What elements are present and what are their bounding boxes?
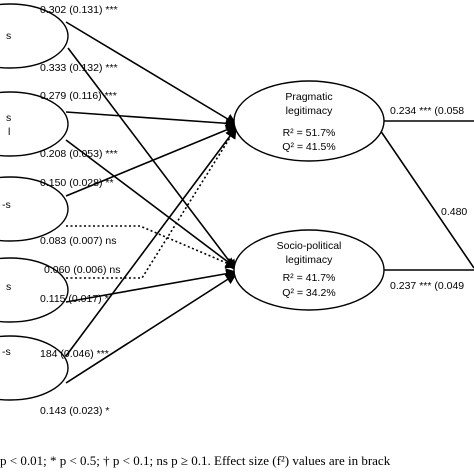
construct-5-label: -s [2, 346, 11, 358]
construct-ellipse-1 [0, 3, 69, 69]
construct-3-label: -s [2, 199, 11, 211]
construct-ellipse-4 [0, 257, 69, 323]
coef-c2-pragmatic: 0.279 (0.116) *** [40, 90, 117, 102]
path-c3-pragmatic [65, 124, 238, 197]
coef-c2-sociopolitical: 0.208 (0.053) *** [40, 148, 118, 160]
coef-c5-pragmatic: 184 (0.046) *** [40, 348, 109, 360]
construct-4-label: s [6, 281, 11, 293]
coef-c1-pragmatic: 0.302 (0.131) *** [40, 4, 118, 16]
path-pragmatic-outcome-diagonal [379, 129, 474, 269]
path-c4-pragmatic [66, 127, 237, 279]
coef-c5-sociopolitical: 0.143 (0.023) * [40, 405, 109, 417]
sociopolitical-line2: legitimacy [286, 254, 333, 266]
path-c5-sociopolitical [65, 273, 237, 384]
path-c1-sociopolitical [67, 47, 237, 271]
sociopolitical-legitimacy-ellipse [233, 229, 385, 311]
path-c2-sociopolitical [65, 139, 237, 269]
sociopolitical-line1: Socio-political [277, 240, 342, 252]
construct-ellipse-3 [0, 176, 69, 242]
pragmatic-r2: R² = 51.7% [283, 127, 336, 139]
coef-sociopolitical-outcome: 0.237 *** (0.049 [390, 280, 464, 292]
pragmatic-legitimacy-ellipse [233, 80, 385, 162]
construct-ellipse-5 [0, 335, 69, 401]
coef-c3-sociopolitical: 0.083 (0.007) ns [40, 235, 116, 247]
sociopolitical-r2: R² = 41.7% [283, 272, 336, 284]
path-c5-pragmatic [65, 127, 237, 357]
construct-ellipse-2 [0, 91, 69, 157]
pragmatic-q2: Q² = 41.5% [282, 141, 335, 153]
path-c1-pragmatic [65, 21, 237, 125]
coef-mid-outcome: 0.480 [441, 206, 467, 218]
coef-c1-sociopolitical: 0.333 (0.132) *** [40, 62, 118, 74]
path-c3-sociopolitical [66, 225, 238, 269]
footnote: p < 0.01; * p < 0.5; † p < 0.1; ns p ≥ 0… [0, 453, 391, 468]
coef-c3-pragmatic: 0.150 (0.028) ** [40, 177, 114, 189]
coef-pragmatic-outcome: 0.234 *** (0.058 [390, 105, 464, 117]
coef-c4-pragmatic: 0.060 (0.006) ns [44, 264, 120, 276]
pragmatic-line2: legitimacy [286, 105, 333, 117]
construct-1-label: s [6, 30, 11, 42]
path-c2-pragmatic [65, 111, 238, 129]
construct-2-label-top: s [6, 112, 11, 124]
construct-2-label-bottom: l [8, 126, 10, 138]
sociopolitical-q2: Q² = 34.2% [282, 287, 335, 299]
path-c4-sociopolitical [65, 268, 238, 303]
coef-c4-sociopolitical: 0.115 (0.017) * [40, 293, 109, 305]
pragmatic-line1: Pragmatic [285, 91, 332, 103]
